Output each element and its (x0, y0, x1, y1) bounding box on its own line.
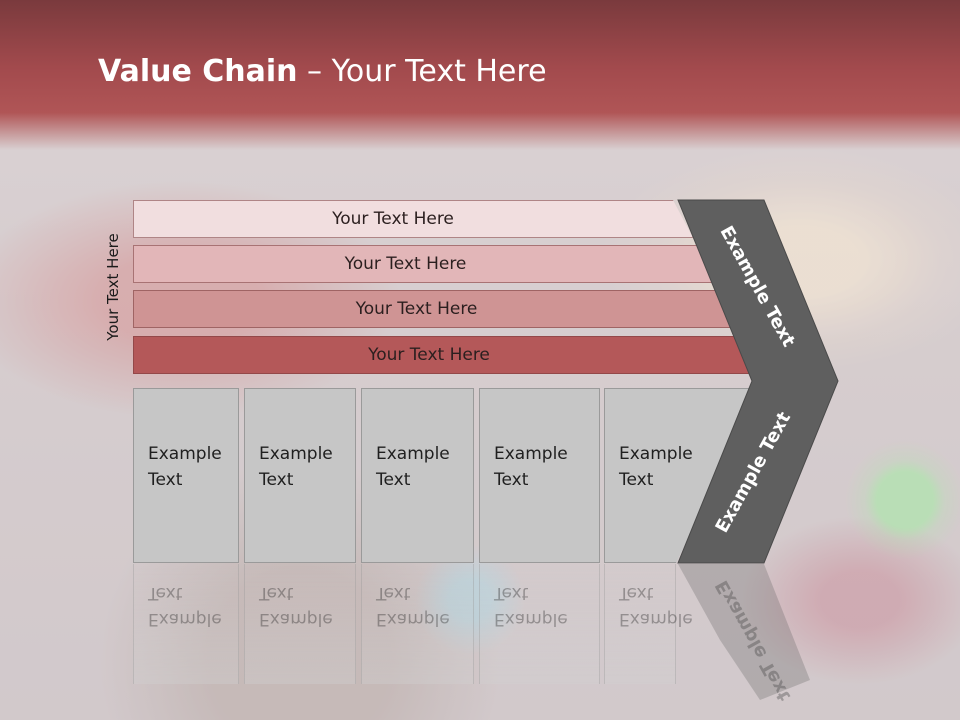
value-bar-4-label: Your Text Here (368, 345, 490, 365)
activity-box-1-line1: Example (148, 444, 222, 464)
activity-box-5-line1: Example (619, 444, 693, 464)
activity-box-4-line1: Example (494, 444, 568, 464)
value-bar-4: Your Text Here (133, 336, 765, 374)
title-bold: Value Chain (98, 54, 298, 89)
activity-box-5-line2: Text (619, 470, 654, 490)
activity-box-2-line2: Text (259, 470, 294, 490)
title-banner (0, 0, 960, 150)
value-bar-3: Your Text Here (133, 290, 740, 328)
activity-box-3-line1: Example (376, 444, 450, 464)
chevron-shape (677, 199, 839, 564)
activity-box-3-line2: Text (376, 470, 411, 490)
value-bar-1-label: Your Text Here (332, 209, 454, 229)
title-rest: – Your Text Here (297, 54, 547, 89)
activity-box-1-line2: Text (148, 470, 183, 490)
activity-box-4-line2: Text (494, 470, 529, 490)
value-bar-2: Your Text Here (133, 245, 718, 283)
activity-box-2-line1: Example (259, 444, 333, 464)
value-bar-2-label: Your Text Here (344, 254, 467, 274)
slide-title: Value Chain – Your Text Here (98, 54, 547, 89)
value-bar-3-label: Your Text Here (355, 299, 478, 319)
chevron-reflection (678, 564, 810, 700)
value-bar-1: Your Text Here (133, 200, 693, 238)
